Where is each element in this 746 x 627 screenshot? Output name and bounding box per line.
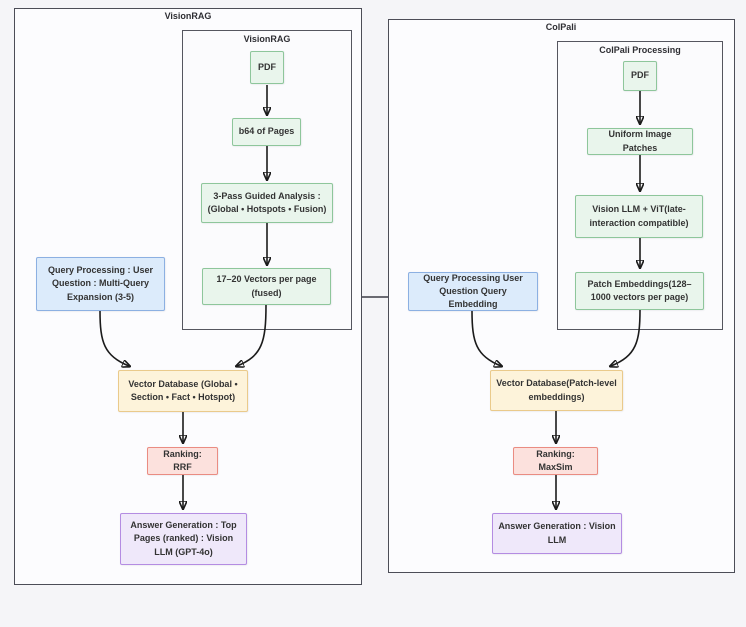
node-pdf-right: PDF xyxy=(623,61,657,91)
node-pdf-left: PDF xyxy=(250,51,284,84)
node-vision-llm-vit: Vision LLM + ViT(late-interaction compat… xyxy=(575,195,703,238)
node-vector-database-right: Vector Database(Patch-level embeddings) xyxy=(490,370,623,411)
node-b64-pages: b64 of Pages xyxy=(232,118,301,146)
node-query-processing-left: Query Processing : User Question : Multi… xyxy=(36,257,165,311)
node-vector-database-left: Vector Database (Global • Section • Fact… xyxy=(118,370,248,412)
node-answer-generation-left: Answer Generation : Top Pages (ranked) :… xyxy=(120,513,247,565)
node-ranking-maxsim: Ranking: MaxSim xyxy=(513,447,598,475)
colpali-inner-title: ColPali Processing xyxy=(599,45,681,55)
node-guided-analysis: 3-Pass Guided Analysis : (Global • Hotsp… xyxy=(201,183,333,223)
node-query-processing-right: Query Processing User Question Query Emb… xyxy=(408,272,538,311)
node-uniform-image-patches: Uniform Image Patches xyxy=(587,128,693,155)
visionrag-inner-title: VisionRAG xyxy=(243,34,291,44)
node-patch-embeddings: Patch Embeddings(128–1000 vectors per pa… xyxy=(575,272,704,310)
colpali-container-title: ColPali xyxy=(545,22,577,32)
node-vectors-per-page: 17–20 Vectors per page (fused) xyxy=(202,268,331,305)
node-answer-generation-right: Answer Generation : Vision LLM xyxy=(492,513,622,554)
visionrag-container-title: VisionRAG xyxy=(164,11,212,21)
node-ranking-rrf: Ranking: RRF xyxy=(147,447,218,475)
